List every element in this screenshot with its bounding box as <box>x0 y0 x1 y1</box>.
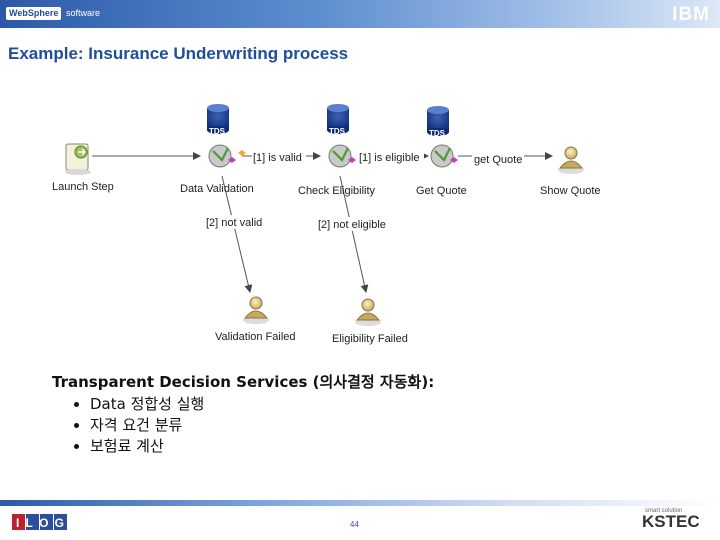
list-item: 보험료 계산 <box>90 436 434 457</box>
edge-label-not-eligible: [2] not eligible <box>318 219 386 231</box>
get-quote-node[interactable] <box>430 144 458 168</box>
show-quote-label: Show Quote <box>540 185 601 197</box>
eligibility-failed-label: Eligibility Failed <box>332 333 408 345</box>
svg-text:TDS: TDS <box>329 127 346 136</box>
svg-text:TDS: TDS <box>429 129 446 138</box>
kstec-logo: KSTEC <box>642 512 700 531</box>
check-eligibility-label: Check Eligibility <box>298 185 376 197</box>
ibm-logo: IBM <box>672 4 710 25</box>
database-icon: TDS <box>327 104 349 136</box>
check-eligibility-node[interactable] <box>328 144 356 168</box>
list-item: 자격 요건 분류 <box>90 415 434 436</box>
edge-label-is-eligible: [1] is eligible <box>359 152 420 164</box>
description: Transparent Decision Services (의사결정 자동화)… <box>52 371 434 457</box>
edge-label-get-quote: get Quote <box>474 154 522 166</box>
process-diagram: [1] is valid [1] is eligible get Quote [… <box>52 104 601 345</box>
launch-step-node[interactable] <box>65 143 91 175</box>
data-validation-label: Data Validation <box>180 183 254 195</box>
page-number: 44 <box>350 520 359 529</box>
show-quote-user-icon[interactable] <box>558 146 584 174</box>
ilog-logo: ILOG <box>12 514 67 530</box>
description-heading: Transparent Decision Services (의사결정 자동화)… <box>52 373 435 391</box>
database-icon: TDS <box>427 106 449 138</box>
eligibility-failed-user-icon[interactable] <box>355 298 381 326</box>
launch-step-label: Launch Step <box>52 181 114 193</box>
header-bar: WebSphere software IBM <box>0 0 720 28</box>
websphere-logo: WebSphere <box>6 7 62 20</box>
software-label: software <box>66 8 101 18</box>
edge-not-eligible <box>339 175 369 293</box>
footer-bar <box>0 500 720 506</box>
list-item: Data 정합성 실행 <box>90 394 434 415</box>
svg-text:TDS: TDS <box>209 127 226 136</box>
edge-label-is-valid: [1] is valid <box>253 152 302 164</box>
data-validation-node[interactable] <box>208 144 246 168</box>
slide-title: Example: Insurance Underwriting process <box>8 44 349 63</box>
validation-failed-label: Validation Failed <box>215 331 296 343</box>
get-quote-label: Get Quote <box>416 185 467 197</box>
database-icon: TDS <box>207 104 229 136</box>
edge-not-valid <box>221 175 253 293</box>
kstec-tagline: smart solution <box>645 508 683 514</box>
edge-label-not-valid: [2] not valid <box>206 217 262 229</box>
validation-failed-user-icon[interactable] <box>243 296 269 324</box>
description-list: Data 정합성 실행 자격 요건 분류 보험료 계산 <box>52 394 434 457</box>
